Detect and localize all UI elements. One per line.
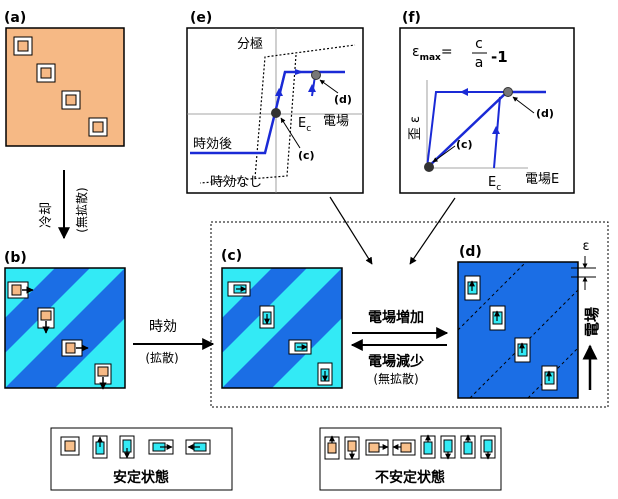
panel-b-martensite: [4, 267, 126, 390]
f-field-label: 電場E: [525, 172, 559, 187]
label-a: (a): [4, 10, 26, 26]
label-e: (e): [190, 10, 212, 26]
cooling-label: 冷却: [39, 202, 54, 228]
label-d: (d): [459, 244, 482, 260]
unstable-icons: [324, 434, 496, 460]
label-b: (b): [4, 250, 27, 266]
e-point-d: (d): [334, 93, 352, 106]
legend-unstable: [319, 427, 502, 491]
field-increase-label: 電場増加: [368, 309, 424, 326]
cd-enclosure: [210, 221, 609, 408]
f-frac-num: c: [475, 36, 483, 52]
panel-d-poled: [457, 261, 579, 399]
panel-c-aged: [221, 267, 343, 389]
tetragonal-cells-b: [7, 281, 112, 390]
field-decrease-label: 電場減少: [368, 353, 424, 370]
e-field-label: 電場: [323, 114, 349, 129]
panel-f-strain-curve: [399, 27, 575, 194]
f-point-d: (d): [536, 107, 554, 120]
polarization-label: 分極: [237, 36, 263, 52]
field-label: 電場: [583, 307, 601, 337]
label-c: (c): [221, 248, 242, 264]
f-point-c: (c): [456, 138, 473, 151]
e-to-c-arrow: [329, 196, 373, 265]
f-ec-label: Ec: [488, 175, 501, 193]
f-minus-one: -1: [491, 48, 508, 66]
label-f: (f): [402, 10, 421, 26]
aged-label: 時効後: [193, 137, 232, 152]
aging-label: 時効: [149, 319, 177, 335]
legend-stable: [50, 427, 233, 491]
f-to-c-arrow: [409, 197, 456, 265]
stable-icons: [60, 435, 211, 459]
poled-cells-d: [464, 275, 558, 391]
stable-label: 安定状態: [113, 469, 169, 486]
unaged-loop: [199, 44, 356, 184]
no-diffusion-label: (無拡散): [74, 187, 89, 232]
strain-indicator: [571, 256, 596, 290]
e-point-c: (c): [298, 149, 315, 162]
strain-return-curve: [426, 91, 507, 169]
unstable-label: 不安定状態: [375, 469, 445, 486]
aged-cells-c: [227, 281, 333, 386]
cubic-cells: [13, 36, 108, 137]
f-emax-formula: εmax=: [412, 44, 453, 63]
no-diffusion2-label: (無拡散): [373, 371, 418, 386]
panel-e-hysteresis: [186, 27, 364, 194]
diffusion-label: (拡散): [145, 350, 178, 365]
unaged-label: 時効なし: [210, 175, 262, 190]
panel-a-cubic-phase: [5, 27, 125, 147]
f-strain-axis-label: 歪 ε: [408, 116, 423, 140]
e-ec-label: Ec: [298, 116, 311, 134]
f-frac-den: a: [475, 55, 484, 71]
strain-symbol: ε: [582, 239, 589, 254]
